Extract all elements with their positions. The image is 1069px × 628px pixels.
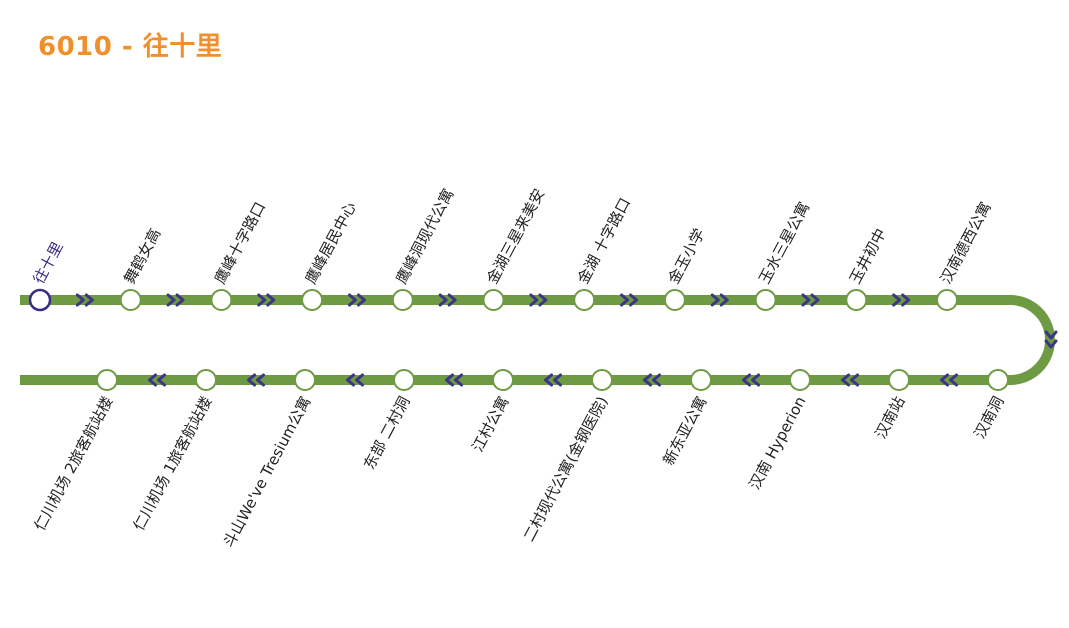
route-stops (28, 288, 1009, 391)
stop-label[interactable]: 仁川机场 2旅客航站楼 (31, 393, 117, 533)
direction-arrow-icon (892, 293, 911, 307)
direction-arrow-icon (710, 293, 729, 307)
stop-label[interactable]: 江村公寓 (468, 393, 512, 454)
stop-marker[interactable] (294, 369, 316, 391)
stop-marker[interactable] (393, 369, 415, 391)
stop-marker[interactable] (754, 289, 777, 311)
direction-arrow-icon (801, 293, 820, 307)
current-stop-marker[interactable] (28, 288, 52, 312)
stop-label[interactable]: 汉南德西公寓 (937, 199, 995, 287)
direction-arrow-icon (438, 293, 457, 307)
stop-label[interactable]: 玉井初中 (846, 225, 890, 286)
direction-arrow-icon (75, 293, 94, 307)
direction-arrow-icon (544, 373, 562, 387)
stop-marker[interactable] (195, 369, 217, 391)
stop-label[interactable]: 往十里 (30, 239, 67, 287)
stop-marker[interactable] (690, 369, 712, 391)
route-line (20, 295, 1055, 385)
stop-marker[interactable] (987, 369, 1009, 391)
stop-marker[interactable] (210, 289, 233, 311)
stop-label[interactable]: 玉水三星公寓 (755, 199, 813, 287)
stop-label[interactable]: 二村现代公寓(金钢医院) (520, 393, 612, 544)
stop-labels: 往十里 舞鹤女高 鹰峰十字路口鹰峰居民中心鹰峰洞现代公寓金湖三星来美安金湖 十字路口… (30, 186, 1008, 551)
route-title: 6010 - 往十里 (38, 32, 223, 62)
stop-marker[interactable] (391, 289, 414, 311)
stop-marker[interactable] (119, 289, 142, 311)
direction-arrow-icon (148, 373, 166, 387)
direction-arrow-icon (346, 373, 364, 387)
stop-marker[interactable] (591, 369, 613, 391)
direction-arrow-icon (742, 373, 760, 387)
direction-arrow-icon (841, 373, 859, 387)
stop-label[interactable]: 鹰峰十字路口 (211, 199, 269, 287)
direction-arrow-icon (940, 373, 958, 387)
stop-marker[interactable] (482, 289, 505, 311)
stop-marker[interactable] (663, 289, 686, 311)
stop-label[interactable]: 仁川机场 1旅客航站楼 (130, 393, 216, 533)
stop-label[interactable]: 舞鹤女高 (120, 225, 164, 286)
stop-label[interactable]: 汉南站 (872, 393, 909, 441)
stop-label[interactable]: 斗山We've Tresium公寓 (220, 393, 315, 550)
stop-label[interactable]: 汉南 Hyperion (745, 393, 809, 492)
direction-arrow-icon (166, 293, 185, 307)
stop-marker[interactable] (888, 369, 910, 391)
stop-label[interactable]: 金湖三星来美安 (483, 186, 548, 287)
direction-arrows (75, 293, 1058, 387)
direction-arrow-icon (347, 293, 366, 307)
direction-arrow-icon (257, 293, 276, 307)
stop-marker[interactable] (301, 289, 324, 311)
stop-marker[interactable] (936, 289, 958, 311)
stop-marker[interactable] (492, 369, 514, 391)
direction-arrow-icon (529, 293, 548, 307)
stop-label[interactable]: 鹰峰洞现代公寓 (392, 186, 457, 287)
direction-arrow-icon (1044, 330, 1058, 349)
direction-arrow-icon (445, 373, 463, 387)
stop-marker[interactable] (789, 369, 811, 391)
stop-label[interactable]: 金湖 十字路口 (574, 195, 634, 287)
route-track (20, 295, 1055, 385)
stop-label[interactable]: 鹰峰居民中心 (302, 199, 360, 287)
stop-label[interactable]: 金玉小学 (665, 225, 709, 286)
stop-marker[interactable] (573, 289, 596, 311)
direction-arrow-icon (620, 293, 639, 307)
direction-arrow-icon (643, 373, 661, 387)
stop-marker[interactable] (845, 289, 868, 311)
stop-label[interactable]: 东部 二村洞 (360, 393, 413, 472)
stop-label[interactable]: 新东亚公寓 (659, 393, 710, 468)
direction-arrow-icon (247, 373, 265, 387)
stop-label[interactable]: 汉南洞 (971, 393, 1008, 441)
stop-marker[interactable] (96, 369, 118, 391)
